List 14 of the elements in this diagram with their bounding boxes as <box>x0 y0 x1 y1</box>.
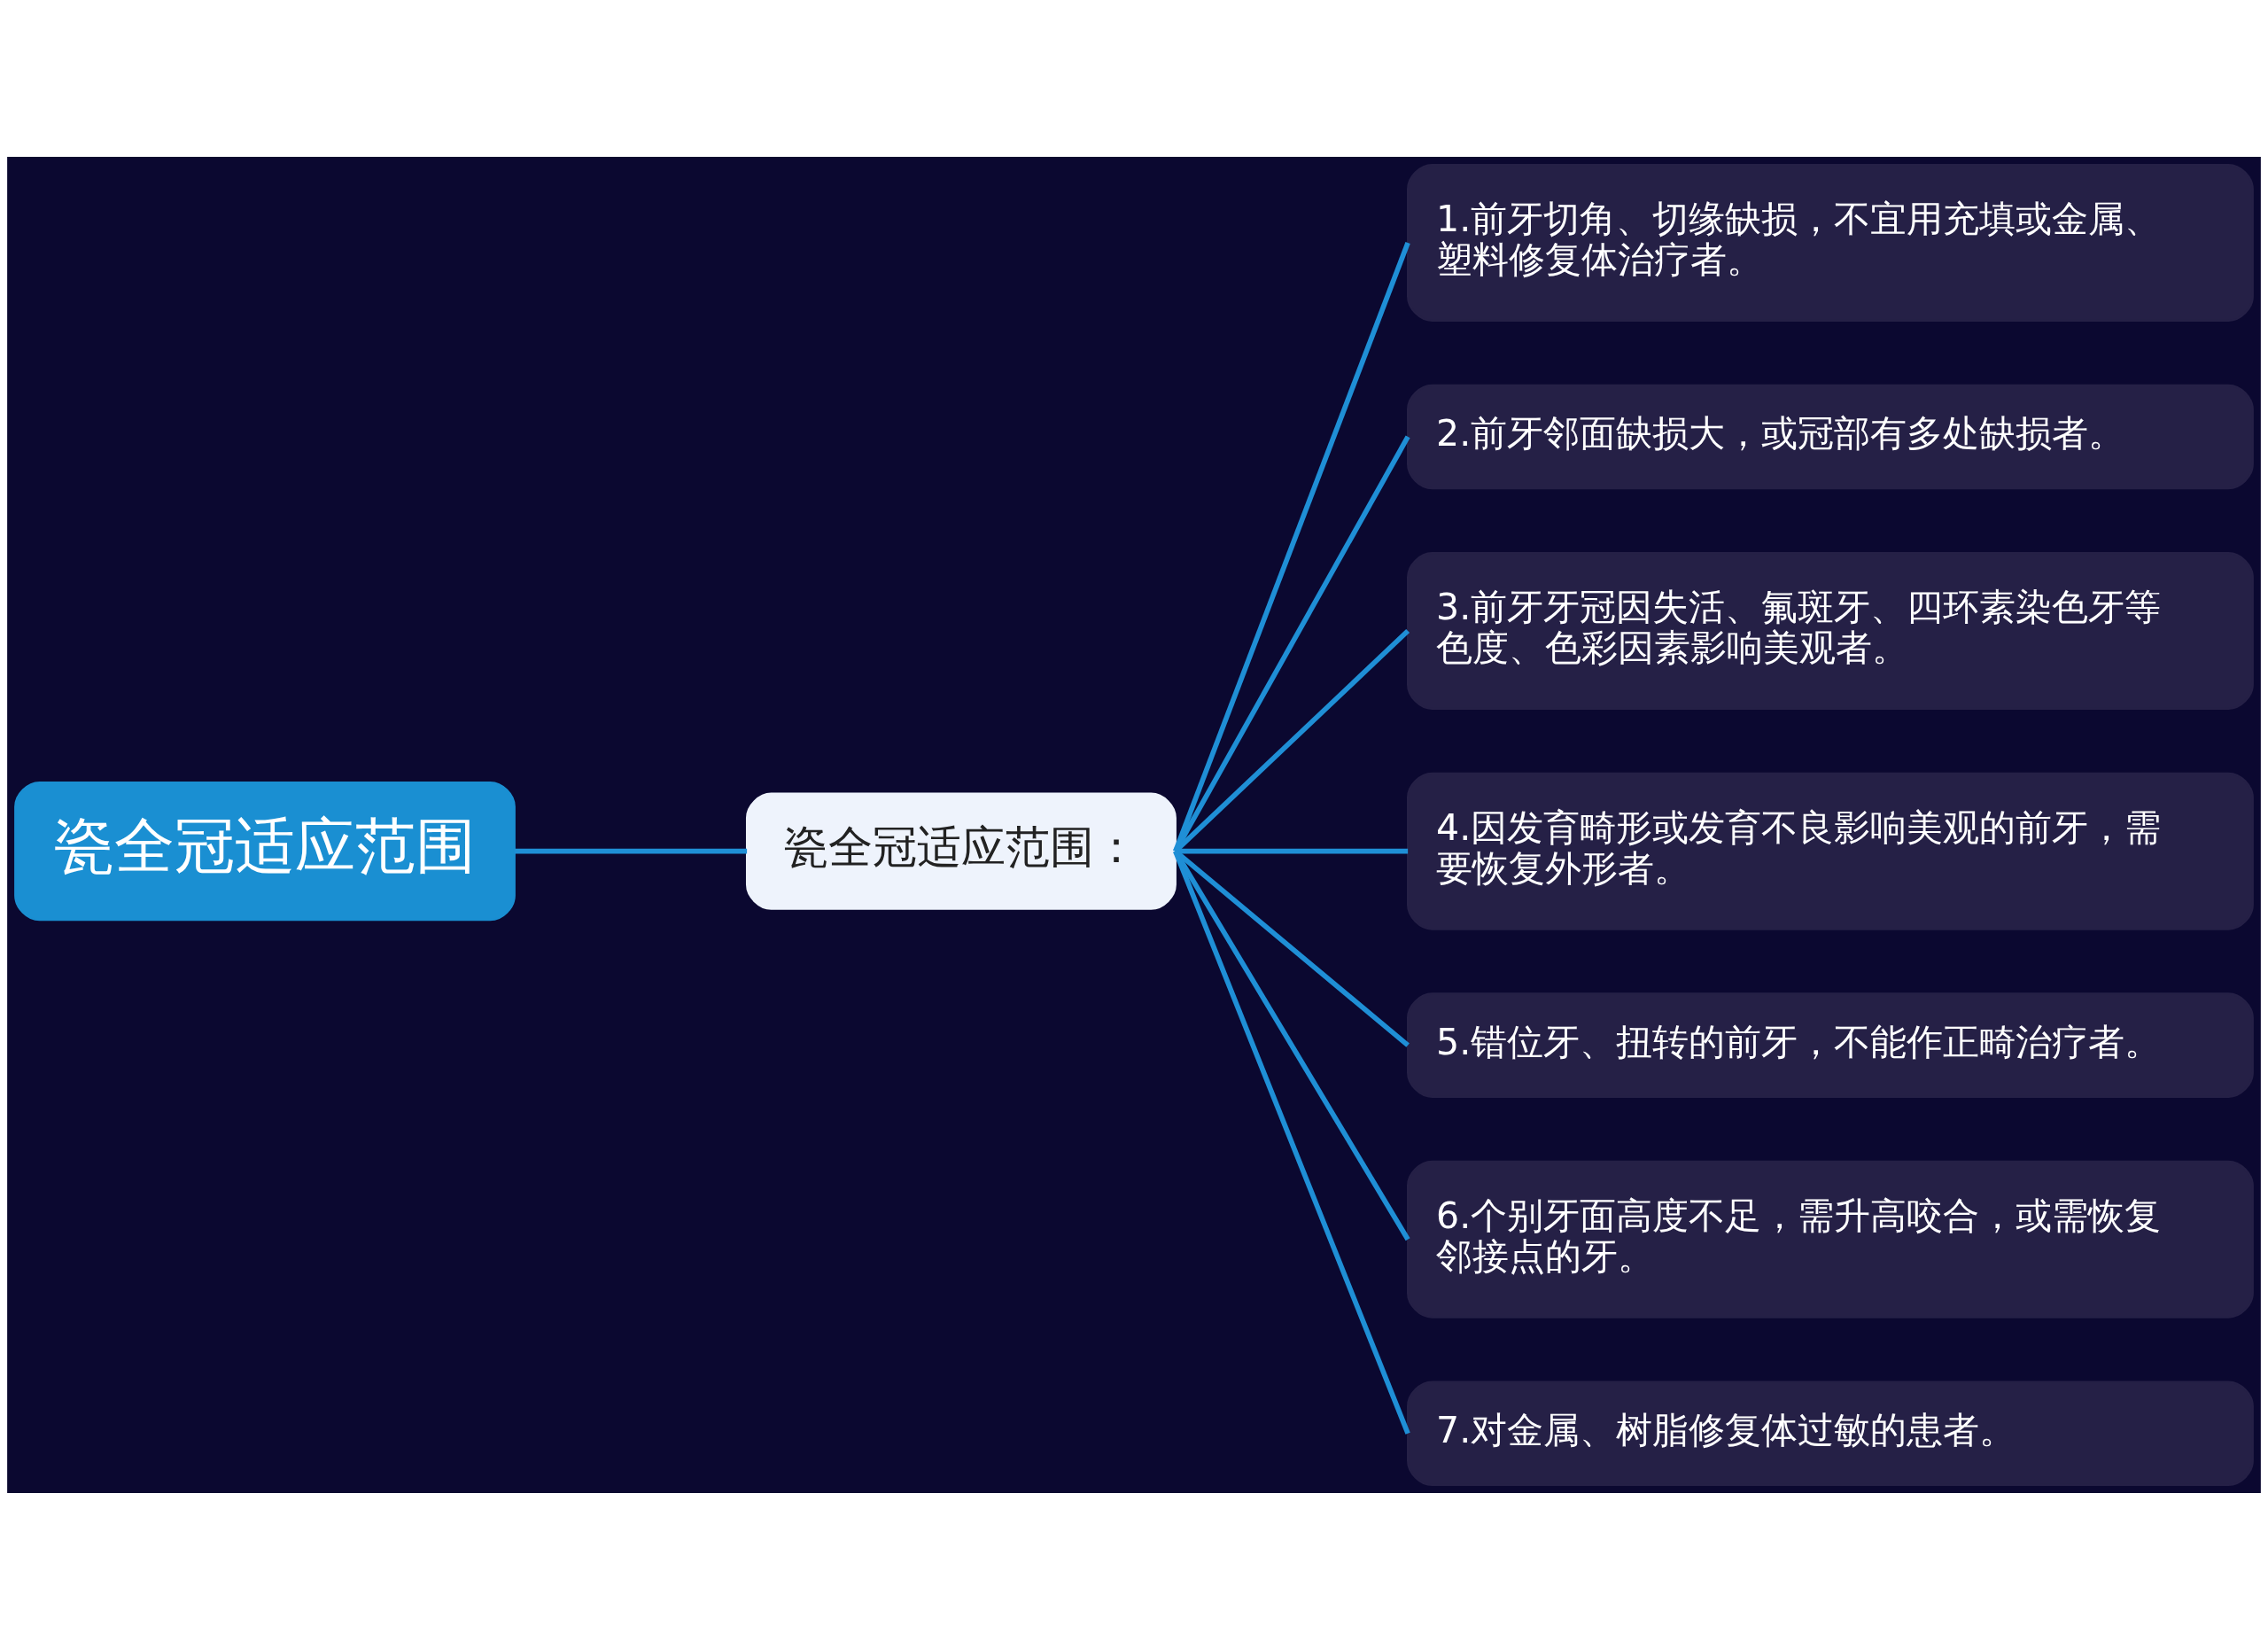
node-box: 7.对金属、树脂修复体过敏的患者。 <box>1407 1380 2254 1486</box>
connector <box>514 848 748 853</box>
node-box: 4.因发育畸形或发育不良影响美观的前牙，需要恢复外形者。 <box>1407 772 2254 930</box>
connector <box>1173 849 1410 1241</box>
node-box: 3.前牙牙冠因失活、氟斑牙、四环素染色牙等色度、色彩因素影响美观者。 <box>1407 551 2254 710</box>
node-box: 5.错位牙、扭转的前牙，不能作正畸治疗者。 <box>1407 992 2254 1098</box>
connector <box>1173 241 1410 852</box>
node-box: 瓷全冠适应范围 <box>14 781 516 921</box>
node-box: 2.前牙邻面缺损大，或冠部有多处缺损者。 <box>1407 384 2254 489</box>
node-box: 瓷全冠适应范围： <box>745 792 1177 910</box>
node-box: 1.前牙切角、切缘缺损，不宜用充填或金属、塑料修复体治疗者。 <box>1407 163 2254 322</box>
node-box: 6.个别牙面高度不足，需升高咬合，或需恢复邻接点的牙。 <box>1407 1160 2254 1318</box>
connector <box>1173 850 1410 1435</box>
connector <box>1173 435 1410 852</box>
